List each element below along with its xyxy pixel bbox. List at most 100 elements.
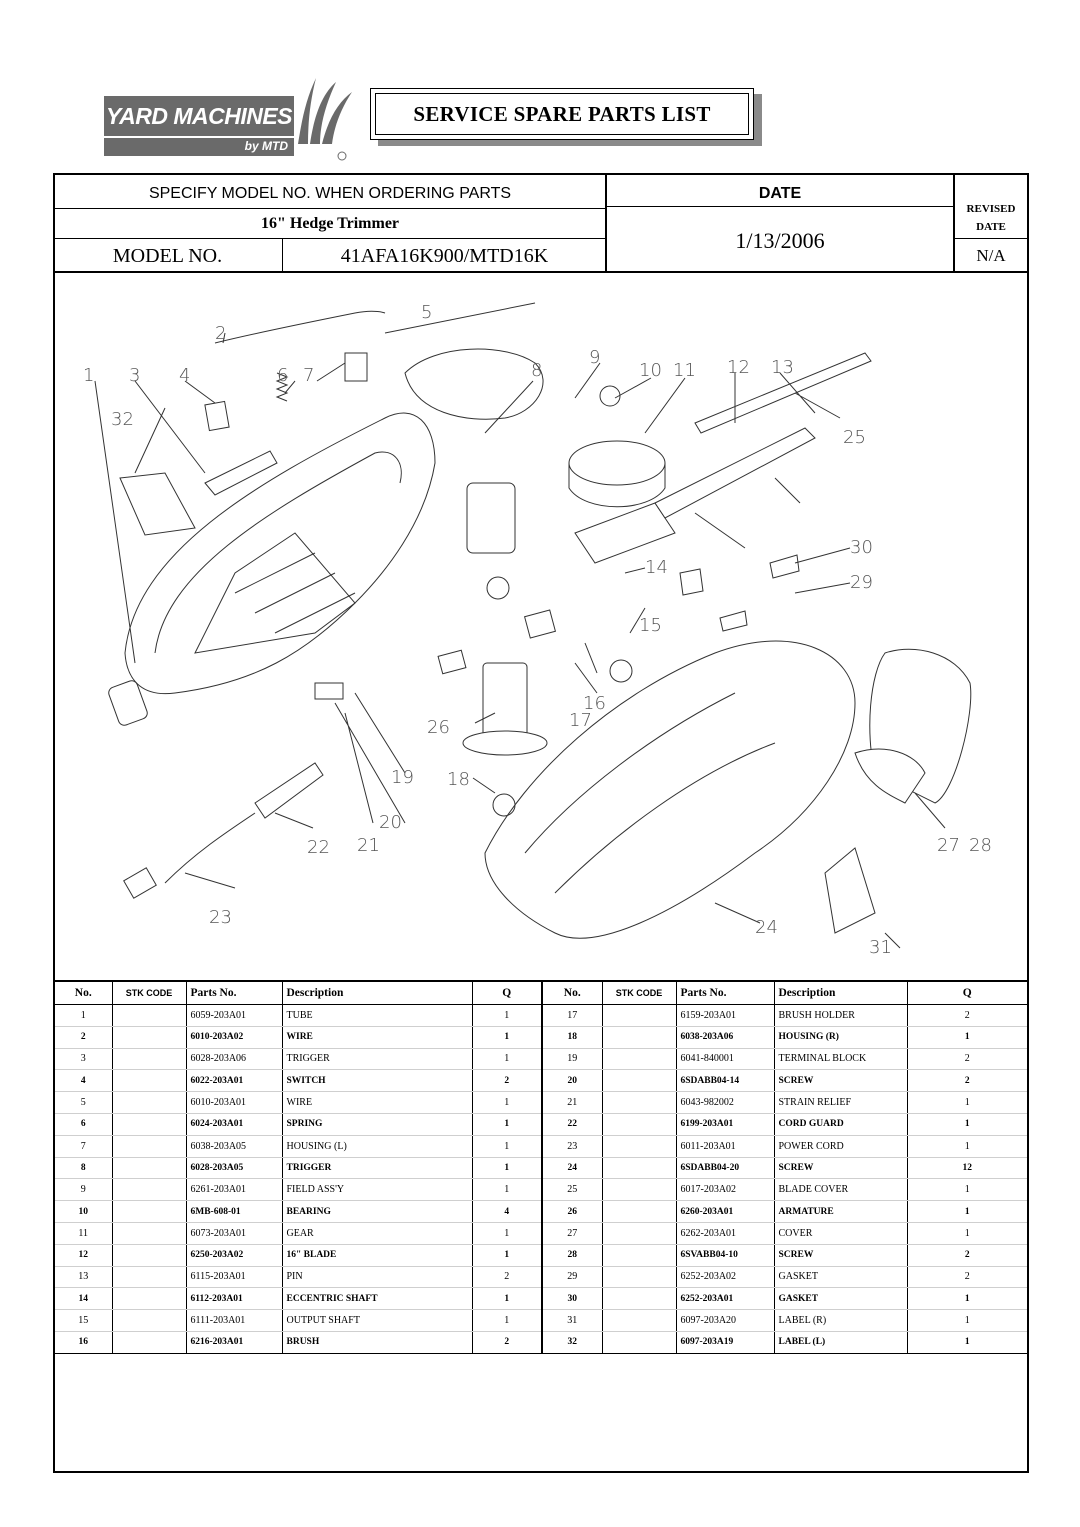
parts-no-cell: 6261-203A01 bbox=[186, 1178, 283, 1202]
part-number-cell: 8 bbox=[55, 1157, 113, 1180]
callout-32: 32 bbox=[111, 409, 134, 430]
callout-15: 15 bbox=[639, 615, 662, 636]
quantity-cell: 1 bbox=[907, 1113, 1027, 1136]
description-cell: GASKET bbox=[774, 1287, 908, 1311]
description-cell: OUTPUT SHAFT bbox=[282, 1309, 473, 1332]
description-cell: BEARING bbox=[282, 1200, 473, 1223]
part-number-cell: 20 bbox=[542, 1069, 603, 1093]
parts-no-cell: 6262-203A01 bbox=[676, 1222, 775, 1245]
quantity-cell: 2 bbox=[472, 1331, 543, 1354]
table-header-row: No. STK CODE Parts No. Description Q No.… bbox=[55, 982, 1027, 1005]
stk-code-cell bbox=[602, 1048, 677, 1071]
quantity-cell: 1 bbox=[472, 1178, 543, 1202]
parts-no-cell: 6260-203A01 bbox=[676, 1200, 775, 1223]
yard-machines-logo: YARD MACHINES by MTD bbox=[104, 74, 354, 164]
part-number-cell: 10 bbox=[55, 1200, 113, 1223]
quantity-cell: 1 bbox=[472, 1135, 543, 1158]
callout-22: 22 bbox=[307, 837, 330, 858]
stk-code-cell bbox=[112, 1266, 187, 1289]
col-description: Description bbox=[282, 982, 473, 1005]
quantity-cell: 2 bbox=[907, 1004, 1027, 1027]
tube-shape bbox=[108, 680, 148, 726]
part-number-cell: 6 bbox=[55, 1113, 113, 1136]
description-cell: WIRE bbox=[282, 1091, 473, 1114]
parts-no-cell: 6010-203A01 bbox=[186, 1091, 283, 1114]
callout-23: 23 bbox=[209, 907, 232, 928]
callout-7: 7 bbox=[303, 365, 314, 386]
stk-code-cell bbox=[602, 1244, 677, 1267]
stk-code-cell bbox=[602, 1026, 677, 1049]
parts-no-cell: 6115-203A01 bbox=[186, 1266, 283, 1289]
part-number-cell: 15 bbox=[55, 1309, 113, 1332]
callout-3: 3 bbox=[129, 365, 140, 386]
stk-code-cell bbox=[602, 1266, 677, 1289]
parts-no-cell: 6010-203A02 bbox=[186, 1026, 283, 1049]
quantity-cell: 1 bbox=[472, 1287, 543, 1311]
parts-no-cell: 6SDABB04-14 bbox=[676, 1069, 775, 1093]
col-no: No. bbox=[542, 982, 603, 1005]
quantity-cell: 12 bbox=[907, 1157, 1027, 1180]
parts-no-cell: 6043-982002 bbox=[676, 1091, 775, 1114]
callout-25: 25 bbox=[843, 427, 866, 448]
quantity-cell: 1 bbox=[907, 1331, 1027, 1354]
stk-code-cell bbox=[112, 1135, 187, 1158]
callout-5: 5 bbox=[421, 302, 432, 323]
callout-28: 28 bbox=[969, 835, 992, 856]
divider bbox=[607, 206, 953, 207]
part-number-cell: 14 bbox=[55, 1287, 113, 1311]
divider bbox=[55, 271, 1027, 273]
parts-no-cell: 6252-203A01 bbox=[676, 1287, 775, 1311]
parts-no-cell: 6059-203A01 bbox=[186, 1004, 283, 1027]
stk-code-cell bbox=[112, 1026, 187, 1049]
divider bbox=[953, 175, 955, 272]
stk-code-cell bbox=[602, 1113, 677, 1136]
description-cell: GASKET bbox=[774, 1266, 908, 1289]
title-box: SERVICE SPARE PARTS LIST bbox=[370, 88, 754, 140]
quantity-cell: 1 bbox=[907, 1200, 1027, 1223]
stk-code-cell bbox=[112, 1244, 187, 1267]
model-label: MODEL NO. bbox=[112, 245, 223, 267]
description-cell: SCREW bbox=[774, 1244, 908, 1267]
callout-16: 16 bbox=[583, 693, 606, 714]
quantity-cell: 1 bbox=[472, 1026, 543, 1049]
stk-code-cell bbox=[112, 1004, 187, 1027]
parts-no-cell: 6038-203A05 bbox=[186, 1135, 283, 1158]
part-number-cell: 12 bbox=[55, 1244, 113, 1267]
stk-code-cell bbox=[112, 1157, 187, 1180]
quantity-cell: 1 bbox=[472, 1222, 543, 1245]
part-number-cell: 24 bbox=[542, 1157, 603, 1180]
logo-sub-band: by MTD bbox=[104, 138, 294, 156]
logo-sub: by MTD bbox=[244, 139, 288, 153]
part-number-cell: 19 bbox=[542, 1048, 603, 1071]
callout-1: 1 bbox=[83, 365, 94, 386]
description-cell: COVER bbox=[774, 1222, 908, 1245]
description-cell: HOUSING (L) bbox=[282, 1135, 473, 1158]
part-number-cell: 13 bbox=[55, 1266, 113, 1289]
quantity-cell: 1 bbox=[472, 1309, 543, 1332]
description-cell: SCREW bbox=[774, 1069, 908, 1093]
part-number-cell: 29 bbox=[542, 1266, 603, 1289]
quantity-cell: 2 bbox=[907, 1266, 1027, 1289]
part-number-cell: 4 bbox=[55, 1069, 113, 1093]
stk-code-cell bbox=[112, 1200, 187, 1223]
part-number-cell: 23 bbox=[542, 1135, 603, 1158]
quantity-cell: 2 bbox=[907, 1069, 1027, 1093]
col-q: Q bbox=[907, 982, 1027, 1005]
parts-no-cell: 6252-203A02 bbox=[676, 1266, 775, 1289]
revised-date-value: N/A bbox=[976, 246, 1006, 265]
description-cell: BRUSH bbox=[282, 1331, 473, 1354]
date-label: DATE bbox=[758, 185, 802, 202]
description-cell: PIN bbox=[282, 1266, 473, 1289]
stk-code-cell bbox=[602, 1004, 677, 1027]
parts-no-cell: 6216-203A01 bbox=[186, 1331, 283, 1354]
description-cell: SWITCH bbox=[282, 1069, 473, 1093]
quantity-cell: 1 bbox=[907, 1309, 1027, 1332]
callout-20: 20 bbox=[379, 812, 402, 833]
